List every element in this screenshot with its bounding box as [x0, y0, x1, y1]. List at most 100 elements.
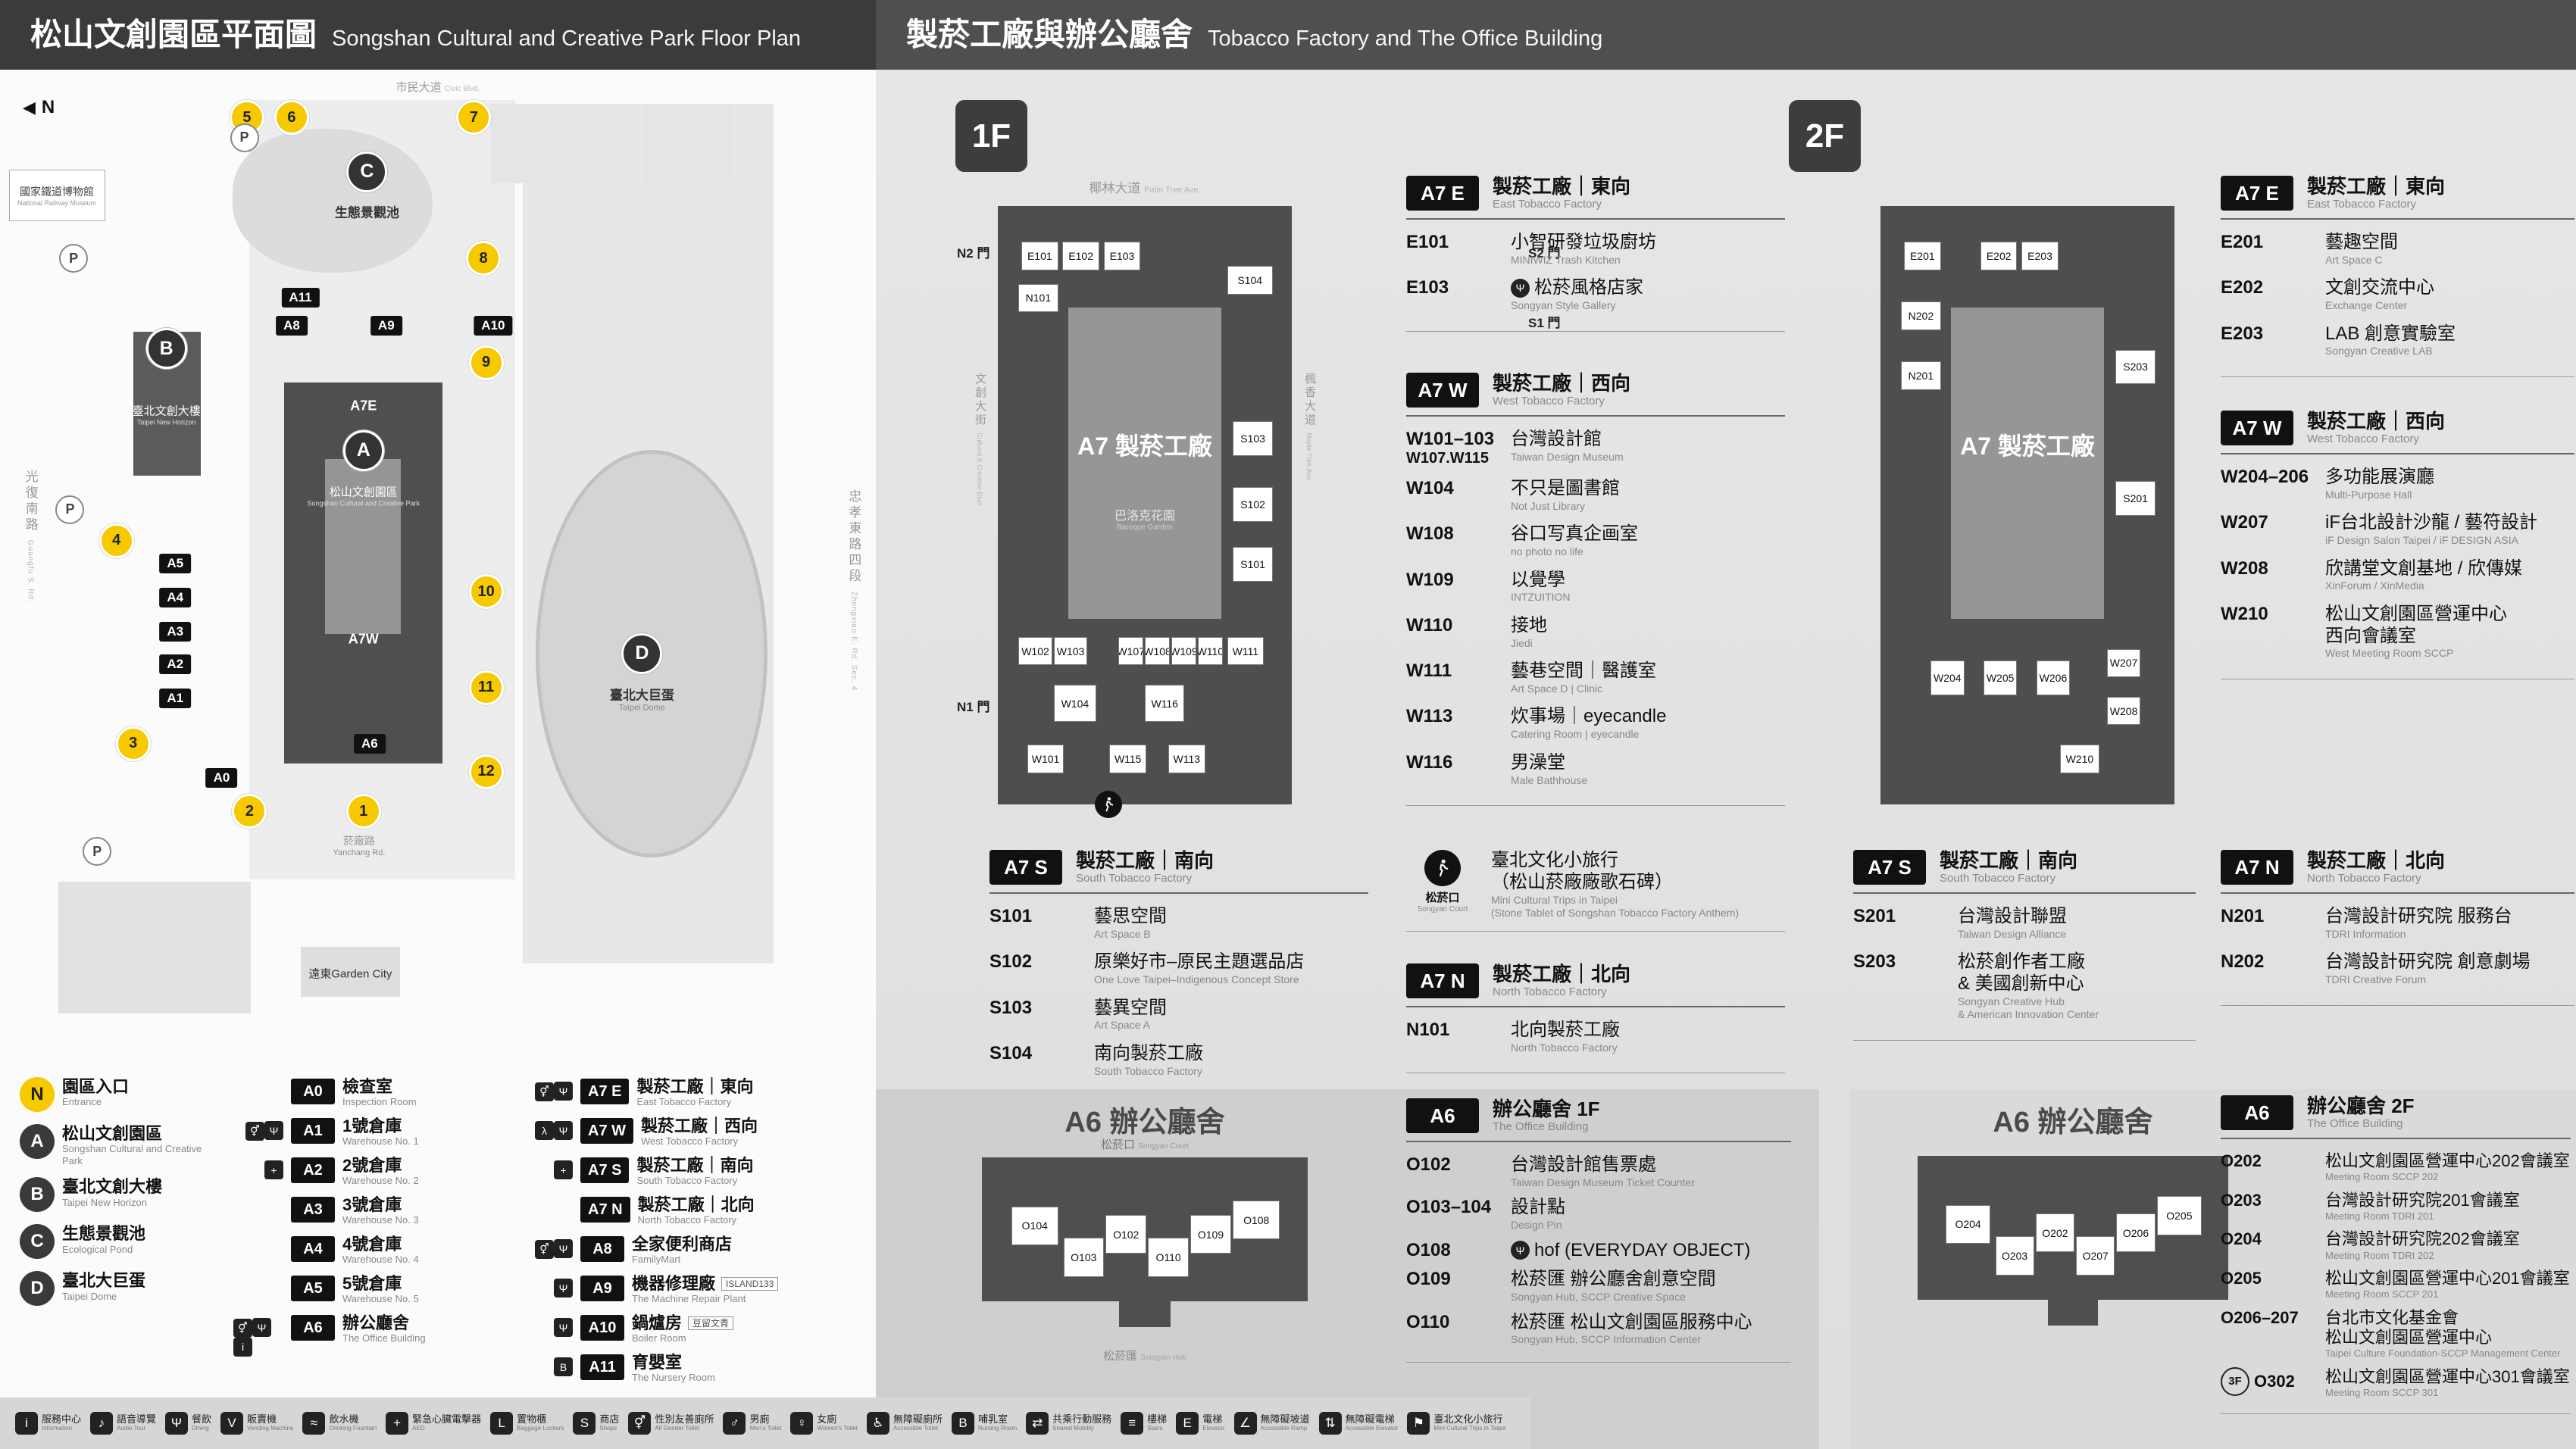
facility-label-zh: 緊急心臟電擊器 [412, 1413, 482, 1426]
gate-s2-label: S2 門 [1528, 246, 1561, 261]
gate-number-badge: 2 [232, 794, 267, 829]
dining-icon: Ψ [264, 1121, 283, 1140]
zhongxiao-road-zh: 忠孝東路四段 [846, 489, 861, 586]
room-row: N201 台灣設計研究院 服務台 TDRI Information [2221, 906, 2574, 941]
gate-n1-label: N1 門 [957, 700, 990, 714]
room-row: O110 松菸匯 松山文創園區服務中心 Songyan Hub, SCCP In… [1406, 1312, 1791, 1347]
plan-room-box: W205 [1983, 660, 2018, 695]
room-list: S201 台灣設計聯盟 Taiwan Design Alliance S203 … [1853, 906, 2196, 1022]
section-a7n-2f: A7 N 製菸工廠｜北向 North Tobacco Factory N201 … [2221, 850, 2574, 1006]
pond-label: 生態景觀池 [335, 202, 399, 221]
gate-number-badge: 4 [98, 523, 134, 558]
songyan-court-en: Songyan Court [1417, 905, 1468, 913]
room-row: S102 原樂好市–原民主題選品店 One Love Taipei–Indige… [989, 951, 1368, 986]
room-name-en: Taiwan Design Museum Ticket Counter [1511, 1176, 1695, 1188]
new-horizon-label: 臺北文創大樓 Taipei New Horizon [133, 403, 201, 426]
legend-area-row: A 松山文創園區 Songshan Cultural and Creative … [20, 1124, 218, 1166]
room-name-zh2: & 美國創新中心 [1958, 973, 2084, 995]
room-name-en: Songyan Style Gallery [1511, 299, 1616, 312]
baroque-garden-label: 巴洛克花園 Baroque Garden [998, 505, 1292, 532]
room-list: S101 藝思空間 Art Space B S102 原樂好市–原民主題選品店 [989, 906, 1368, 1078]
building-code-badge: A2 [291, 1157, 335, 1183]
room-name-en: Meeting Room SCCP 202 [2325, 1171, 2439, 1183]
section-title-en: West Tobacco Factory [1493, 394, 1605, 408]
room-name-en: Taiwan Design Alliance [1958, 927, 2067, 940]
room-name-zh: iF台北設計沙龍 / 藝符設計 [2325, 512, 2537, 533]
room-name-zh: 文創交流中心 [2325, 277, 2434, 298]
section-a6-2f: A6 辦公廳舍 2F The Office Building O202 松山文創… [2221, 1095, 2571, 1415]
building-chip: A10 [474, 315, 513, 336]
legend-label-en: Taipei New Horizon [62, 1196, 147, 1208]
railway-museum-zh: 國家鐵道博物館 [20, 186, 95, 198]
room-row: W108 谷口写真企画室 no photo no life [1406, 523, 1785, 558]
cinema-block-shape [58, 881, 251, 1014]
room-name-en: Design Pin [1511, 1219, 1562, 1232]
info-icon: i [15, 1412, 38, 1435]
legend-label-en: FamilyMart [632, 1254, 681, 1266]
legend-facility-row: + A7 S 製菸工廠｜南向 South Tobacco Factory [523, 1156, 856, 1189]
mens-toilet-icon: ♂ [723, 1412, 746, 1435]
gate-number-badge: 8 [466, 241, 502, 276]
legend-label-en: Inspection Room [342, 1096, 417, 1108]
area-badge: C [20, 1224, 55, 1260]
guangfu-road-zh: 光復南路 [23, 470, 38, 533]
room-name-zh: 松菸風格店家 [1534, 277, 1643, 298]
legend-facility-row: B A11 育嬰室 The Nursery Room [523, 1353, 856, 1386]
dining-icon: Ψ [554, 1279, 573, 1298]
room-row: W204–206 多功能展演廳 Multi-Purpose Hall [2221, 467, 2574, 501]
plan-room-box: W107 [1118, 636, 1144, 666]
legend-row-icons: Ψ [554, 1279, 573, 1298]
a6-plan-title: A6 辦公廳舍 [1993, 1107, 2153, 1138]
section-header: A7 W 製菸工廠｜西向 West Tobacco Factory [2221, 411, 2574, 454]
legend-row-icons: + [264, 1160, 283, 1179]
section-title-zh: 製菸工廠｜北向 [1493, 963, 1631, 986]
room-row: W207 iF台北設計沙龍 / 藝符設計 iF Design Salon Tai… [2221, 512, 2574, 547]
facility-label-zh: 哺乳室 [978, 1413, 1008, 1426]
room-name-zh: 南向製菸工廠 [1094, 1042, 1203, 1063]
legend-label-en: Warehouse No. 2 [342, 1175, 419, 1187]
yanchang-road-label: 菸廠路 Yanchang Rd. [333, 833, 386, 857]
plan-room-box: W110 [1197, 636, 1223, 666]
court-line2-en: (Stone Tablet of Songshan Tobacco Factor… [1491, 907, 1740, 920]
left-header-title-en: Songshan Cultural and Creative Park Floo… [332, 27, 802, 51]
room-name-en: Art Space B [1094, 927, 1151, 940]
section-badge: A6 [1406, 1098, 1479, 1133]
room-name-zh: 接地 [1511, 614, 1547, 635]
plan-room-box: O207 [2076, 1236, 2115, 1276]
north-arrow-icon: ◀ [23, 98, 36, 117]
legend-label-zh: 生態景觀池 [62, 1224, 146, 1244]
plan-room-box: W113 [1168, 745, 1205, 773]
plan-room-box: S101 [1233, 547, 1273, 582]
room-name-en: Songyan Hub, SCCP Creative Space [1511, 1291, 1686, 1304]
parking-icon: P [230, 123, 259, 152]
room-name-en: Catering Room | eyecandle [1511, 728, 1640, 741]
facility-label-zh: 無障礙坡道 [1260, 1413, 1310, 1426]
legend-building-row: A0 檢查室 Inspection Room [233, 1077, 508, 1110]
plan-room-box: W108 [1145, 636, 1171, 666]
room-row: W109 以覺學 INTZUITION [1406, 570, 1785, 604]
facility-label-zh: 臺北文化小旅行 [1433, 1413, 1503, 1426]
yanchang-road-en: Yanchang Rd. [333, 848, 386, 858]
room-name-en: Multi-Purpose Hall [2325, 488, 2412, 501]
plan-room-box: N101 [1018, 283, 1058, 313]
area-marker-layer: C B A D [0, 70, 876, 1070]
area-badge: B [20, 1177, 55, 1213]
room-row: W116 男澡堂 Male Bathhouse [1406, 752, 1785, 787]
gate-number-layer: 1 2 3 4 5 6 7 8 9 10 [0, 70, 876, 1070]
section-badge: A7 W [2221, 411, 2293, 445]
floor-3f-chip: 3F [2221, 1366, 2249, 1396]
plan-bottom-en: Songyan Hub [1140, 1354, 1186, 1362]
plan-room-box: W111 [1227, 636, 1265, 666]
legend-buildings-column: A0 檢查室 Inspection Room ⚥Ψ A1 1號倉庫 Wareho… [233, 1077, 508, 1392]
plan-room-box: O102 [1105, 1215, 1146, 1254]
legend-building-row: A3 3號倉庫 Warehouse No. 3 [233, 1195, 508, 1229]
legend-label-zh: 機器修理廠 [632, 1274, 716, 1293]
plan-top-zh: 松菸口 [1101, 1138, 1136, 1151]
room-row: N101 北向製菸工廠 North Tobacco Factory [1406, 1020, 1785, 1054]
restroom-icon: ⚥ [233, 1318, 252, 1338]
facility-label-zh: 電梯 [1202, 1413, 1223, 1426]
